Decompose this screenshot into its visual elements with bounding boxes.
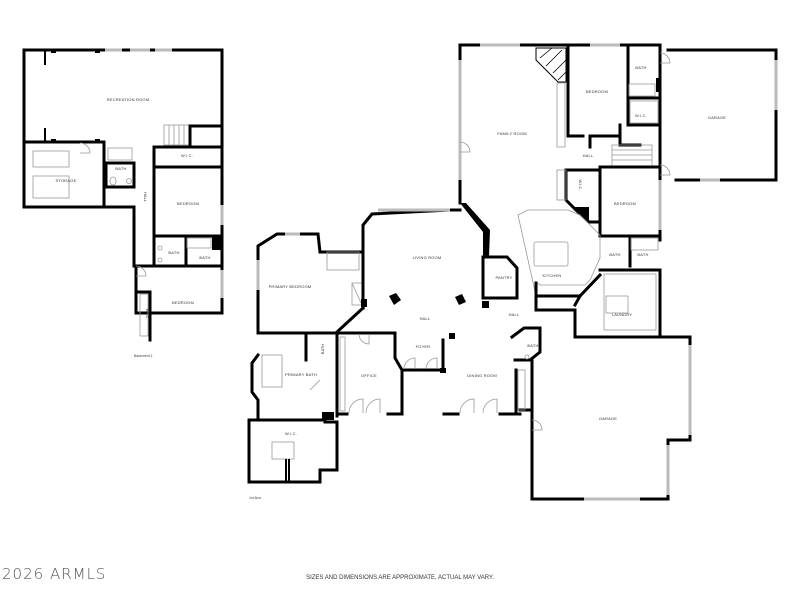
label-primary-bedroom: PRIMARY BEDROOM (269, 284, 312, 289)
label-family-room: FAMILY ROOM (497, 131, 527, 136)
label-bath-a: BATH (168, 250, 179, 255)
label-hall-ne: HALL (583, 153, 594, 158)
disclaimer-text: SIZES AND DIMENSIONS ARE APPROXIMATE, AC… (306, 575, 494, 581)
label-recreation-room: RECREATION ROOM (107, 97, 149, 102)
label-bedroom-1: BEDROOM (177, 201, 199, 206)
label-foyer: FOYER (416, 344, 431, 349)
label-storage: STORAGE (56, 178, 77, 183)
basement-caption: Basement 1 (134, 354, 153, 358)
label-bath-primary-wc: BATH (320, 344, 325, 354)
label-dining-room: DINING ROOM (467, 373, 497, 378)
first-floor-plan: PRIMARY BEDROOM LIVING ROOM HALL PRIMARY… (56, 43, 778, 501)
label-bedroom-2: BEDROOM (172, 300, 194, 305)
label-primary-bath: PRIMARY BATH (285, 372, 317, 377)
label-hall-center: HALL (420, 316, 431, 321)
basement-plan (22, 48, 224, 342)
label-bath-e1: BATH (609, 252, 620, 257)
label-bath-small: BATH (115, 166, 126, 171)
label-garage-ne: GARAGE (708, 115, 726, 120)
label-wic-e: W.I.C. (578, 180, 583, 191)
label-pantry: PANTRY (495, 275, 512, 280)
label-wic-primary: W.I.C. (285, 431, 297, 436)
label-bedroom-ne: BEDROOM (586, 89, 608, 94)
label-laundry: LAUNDRY (612, 312, 633, 317)
label-living-room: LIVING ROOM (413, 255, 442, 260)
label-wic-bottom: W.I.C. (145, 309, 150, 320)
copyright-watermark: 2026 ARMLS (2, 565, 107, 583)
label-kitchen: KITCHEN (543, 273, 562, 278)
label-hall-basement: HALL (143, 192, 148, 203)
label-wic-top: W.I.C. (181, 153, 193, 158)
first-floor-caption: 1st floor (249, 496, 262, 500)
label-bath-se: BATH (527, 343, 538, 348)
label-garage-se: GARAGE (599, 416, 617, 421)
label-bath-e2: BATH (637, 252, 648, 257)
label-wic-ne: W.I.C. (635, 113, 647, 118)
label-bath-ne: BATH (635, 65, 646, 70)
label-bedroom-e: BEDROOM (614, 201, 636, 206)
label-bath-b: BATH (199, 255, 210, 260)
label-hall-e: HALL (509, 312, 520, 317)
label-office: OFFICE (361, 373, 377, 378)
